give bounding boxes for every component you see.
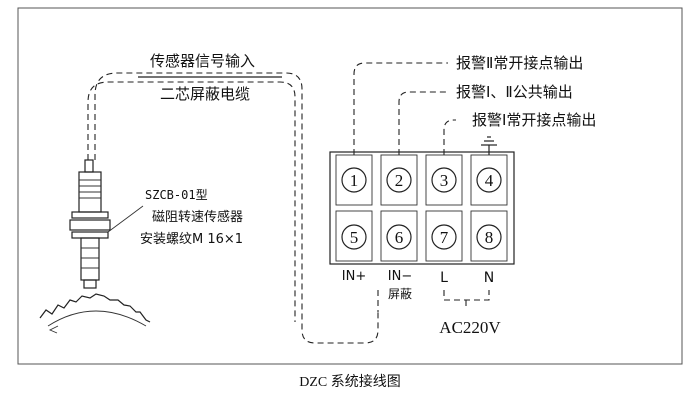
sensor-leader-line: [107, 205, 144, 233]
terminal-5: 5: [350, 228, 359, 247]
terminal-7: 7: [440, 228, 449, 247]
terminal-block: 1 2 3 4 5 6 7 8: [329, 151, 515, 265]
sensor-name-label: 磁阻转速传感器: [152, 209, 243, 225]
shield-label: 屏蔽: [388, 287, 412, 301]
diagram-frame: [17, 7, 683, 365]
ac-power-label: AC220V: [439, 318, 501, 337]
shielded-cable-outer: [94, 72, 379, 344]
common-leader: [398, 91, 448, 155]
common-output-label: 报警Ⅰ、Ⅱ公共输出: [456, 83, 573, 101]
rotation-arrow-icon: [48, 325, 59, 334]
alarm2-no-label: 报警Ⅱ常开接点输出: [456, 54, 583, 72]
ground-icon: [481, 136, 497, 155]
alarm2-leader: [353, 62, 448, 155]
figure-caption: DZC 系统接线图: [299, 373, 401, 390]
terminal-1: 1: [350, 171, 359, 190]
alarm1-leader: [443, 119, 456, 155]
terminal-8: 8: [485, 228, 494, 247]
terminal-6: 6: [395, 228, 404, 247]
alarm1-no-label: 报警Ⅰ常开接点输出: [472, 111, 596, 129]
in-minus-label: IN−: [388, 269, 412, 284]
signal-input-label: 传感器信号输入: [150, 52, 255, 70]
speed-sensor: [69, 159, 111, 289]
L-label: L: [440, 270, 448, 286]
terminal-2: 2: [395, 171, 404, 190]
in-plus-label: IN+: [342, 269, 366, 284]
gear-wheel: [39, 293, 151, 334]
sensor-model-label: SZCB-01型: [145, 188, 208, 202]
N-label: N: [484, 270, 494, 286]
terminal-4: 4: [485, 171, 494, 190]
sensor-thread-label: 安装螺纹M 16×1: [140, 232, 243, 247]
cable-label: 二芯屏蔽电缆: [160, 85, 250, 103]
terminal-3: 3: [440, 171, 449, 190]
ac-power-bracket: [443, 290, 490, 301]
shielded-cable-inner: [87, 81, 296, 322]
